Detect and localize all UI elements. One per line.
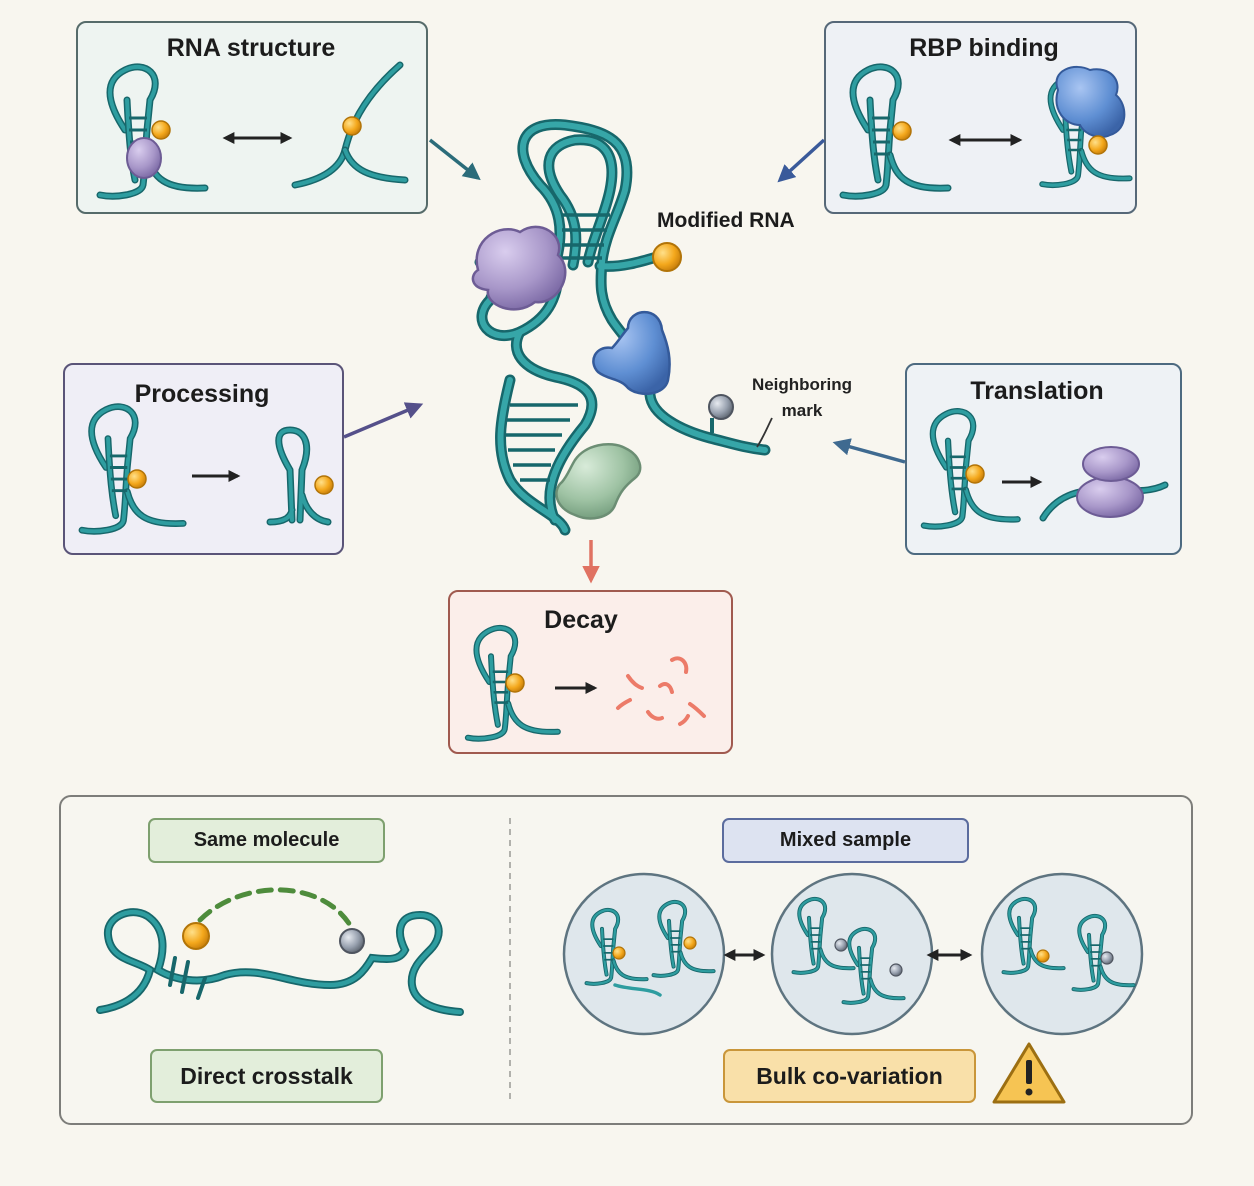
- green-protein: [555, 443, 642, 520]
- modified-rna-label: Modified RNA: [657, 209, 795, 232]
- decay-illustration: [468, 628, 706, 739]
- translation-to-center-arrow: [832, 438, 906, 464]
- neighboring-mark-label: Neighboring mark: [751, 375, 853, 420]
- decay-title: Decay: [544, 606, 618, 634]
- structure-to-center-arrow: [428, 138, 481, 181]
- modification-mark: [652, 242, 682, 272]
- same-molecule-illustration: [96, 887, 464, 1016]
- rna-structure-illustration: [100, 61, 409, 196]
- direct-crosstalk-badge: Direct crosstalk: [150, 1049, 383, 1103]
- neighboring-mark-pointer: [756, 417, 773, 448]
- purple-protein: [471, 225, 567, 311]
- rna-structure-title: RNA structure: [166, 34, 336, 62]
- translation-title: Translation: [970, 377, 1104, 405]
- translation-illustration: [924, 411, 1169, 526]
- same-molecule-badge: Same molecule: [148, 818, 385, 863]
- mixed-sample-badge: Mixed sample: [722, 818, 969, 863]
- dashed-link: [197, 887, 353, 928]
- decay-fragments: [616, 656, 706, 726]
- rbp-binding-illustration: [843, 67, 1130, 196]
- neighboring-mark: [708, 394, 734, 420]
- rbp-binding-title: RBP binding: [909, 34, 1059, 62]
- blue-protein: [592, 311, 671, 396]
- processing-to-center-arrow: [343, 402, 424, 439]
- rbp-to-center-arrow: [777, 138, 826, 183]
- mixed-sample-illustration: [562, 872, 1144, 1036]
- bulk-covariation-badge: Bulk co-variation: [723, 1049, 976, 1103]
- warning-triangle-icon: [992, 1042, 1066, 1104]
- processing-title: Processing: [134, 380, 270, 408]
- central-modified-rna: [471, 124, 773, 530]
- processing-illustration: [82, 407, 334, 532]
